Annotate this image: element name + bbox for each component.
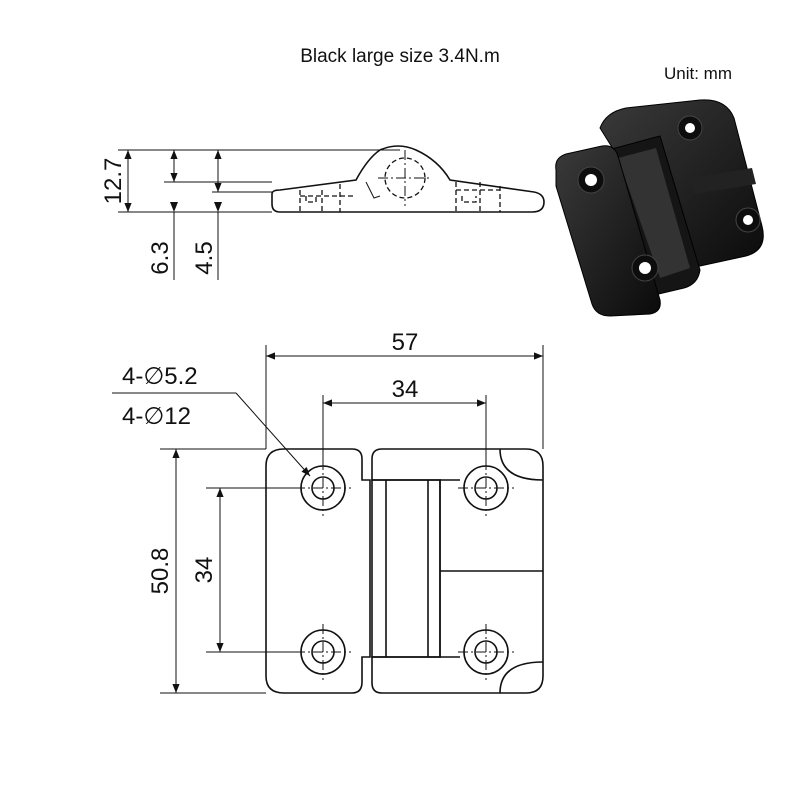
dim-front-50-8: 50.8 — [147, 548, 174, 595]
front-view: 57 34 50.8 34 4-∅5.2 4-∅12 — [112, 329, 544, 694]
side-view-outline — [271, 145, 545, 213]
callout-counterbore-diameter: 4-∅12 — [122, 403, 191, 430]
photo-holes — [577, 115, 761, 282]
callout-hole-diameter: 4-∅5.2 — [122, 363, 198, 390]
dim-front-34-horizontal: 34 — [392, 376, 419, 403]
front-left-leaf — [265, 448, 371, 694]
dim-front-57: 57 — [392, 329, 419, 356]
side-view-pin-circle — [384, 157, 426, 199]
side-view: 12.7 6.3 4.5 — [100, 145, 545, 280]
hinge-photo — [555, 99, 764, 317]
front-knuckle — [371, 479, 441, 658]
dim-side-12-7: 12.7 — [100, 158, 127, 205]
dim-side-4-5: 4.5 — [191, 241, 218, 274]
front-right-leaf — [371, 448, 544, 694]
unit-label: Unit: mm — [664, 64, 732, 83]
dim-front-34-vertical: 34 — [191, 557, 218, 584]
drawing-title: Black large size 3.4N.m — [300, 46, 500, 67]
dim-side-6-3: 6.3 — [147, 241, 174, 274]
